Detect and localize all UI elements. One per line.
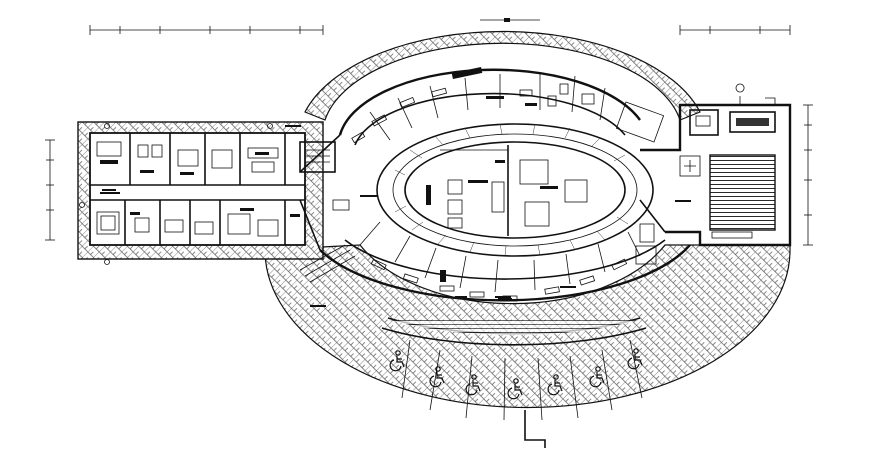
upper-ward-rooms	[351, 66, 606, 144]
lower-ward-rooms	[299, 221, 657, 302]
inner-ring-corridor	[376, 123, 654, 257]
entrance-canopy	[381, 317, 647, 346]
annotation-marks	[79, 123, 691, 307]
connector-corridor	[299, 141, 350, 211]
parking-stalls	[401, 339, 643, 421]
section-marker	[524, 410, 546, 448]
central-core	[426, 145, 588, 236]
dimension-line-top-left	[89, 25, 324, 35]
right-wing	[615, 83, 792, 247]
dimension-line-left	[45, 139, 55, 241]
dimension-line-right	[803, 104, 813, 246]
dimension-line-top-right	[679, 25, 791, 35]
left-wing	[77, 121, 324, 260]
dimension-line-top-center	[480, 18, 540, 22]
upper-hatch-band	[304, 30, 701, 121]
